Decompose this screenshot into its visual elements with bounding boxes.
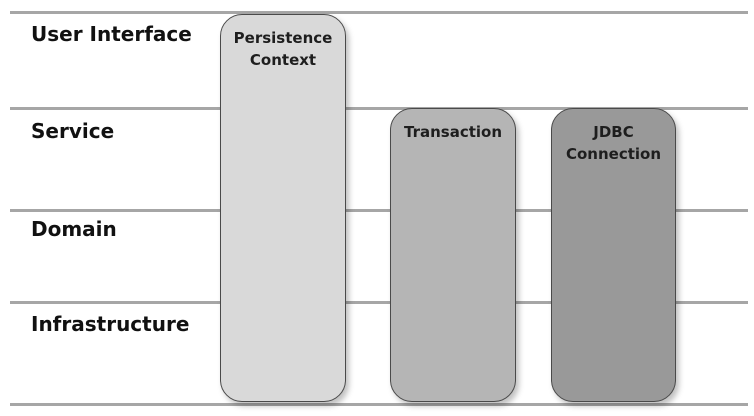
- transaction-box: Transaction: [390, 108, 516, 402]
- divider-line-top: [10, 11, 748, 14]
- layer-label-service: Service: [31, 119, 115, 143]
- layer-label-user-interface: User Interface: [31, 22, 192, 46]
- divider-line-bottom: [10, 403, 748, 406]
- layer-label-infrastructure: Infrastructure: [31, 312, 190, 336]
- persistence-context-box: Persistence Context: [220, 14, 346, 402]
- transaction-label: Transaction: [403, 123, 503, 141]
- divider-line-service-domain: [10, 209, 748, 212]
- divider-line-ui-service: [10, 107, 748, 110]
- divider-line-domain-infrastructure: [10, 301, 748, 304]
- jdbc-connection-box: JDBC Connection: [551, 108, 676, 402]
- layer-label-domain: Domain: [31, 217, 117, 241]
- jdbc-connection-label: JDBC Connection: [565, 123, 662, 163]
- persistence-context-label: Persistence Context: [233, 29, 333, 69]
